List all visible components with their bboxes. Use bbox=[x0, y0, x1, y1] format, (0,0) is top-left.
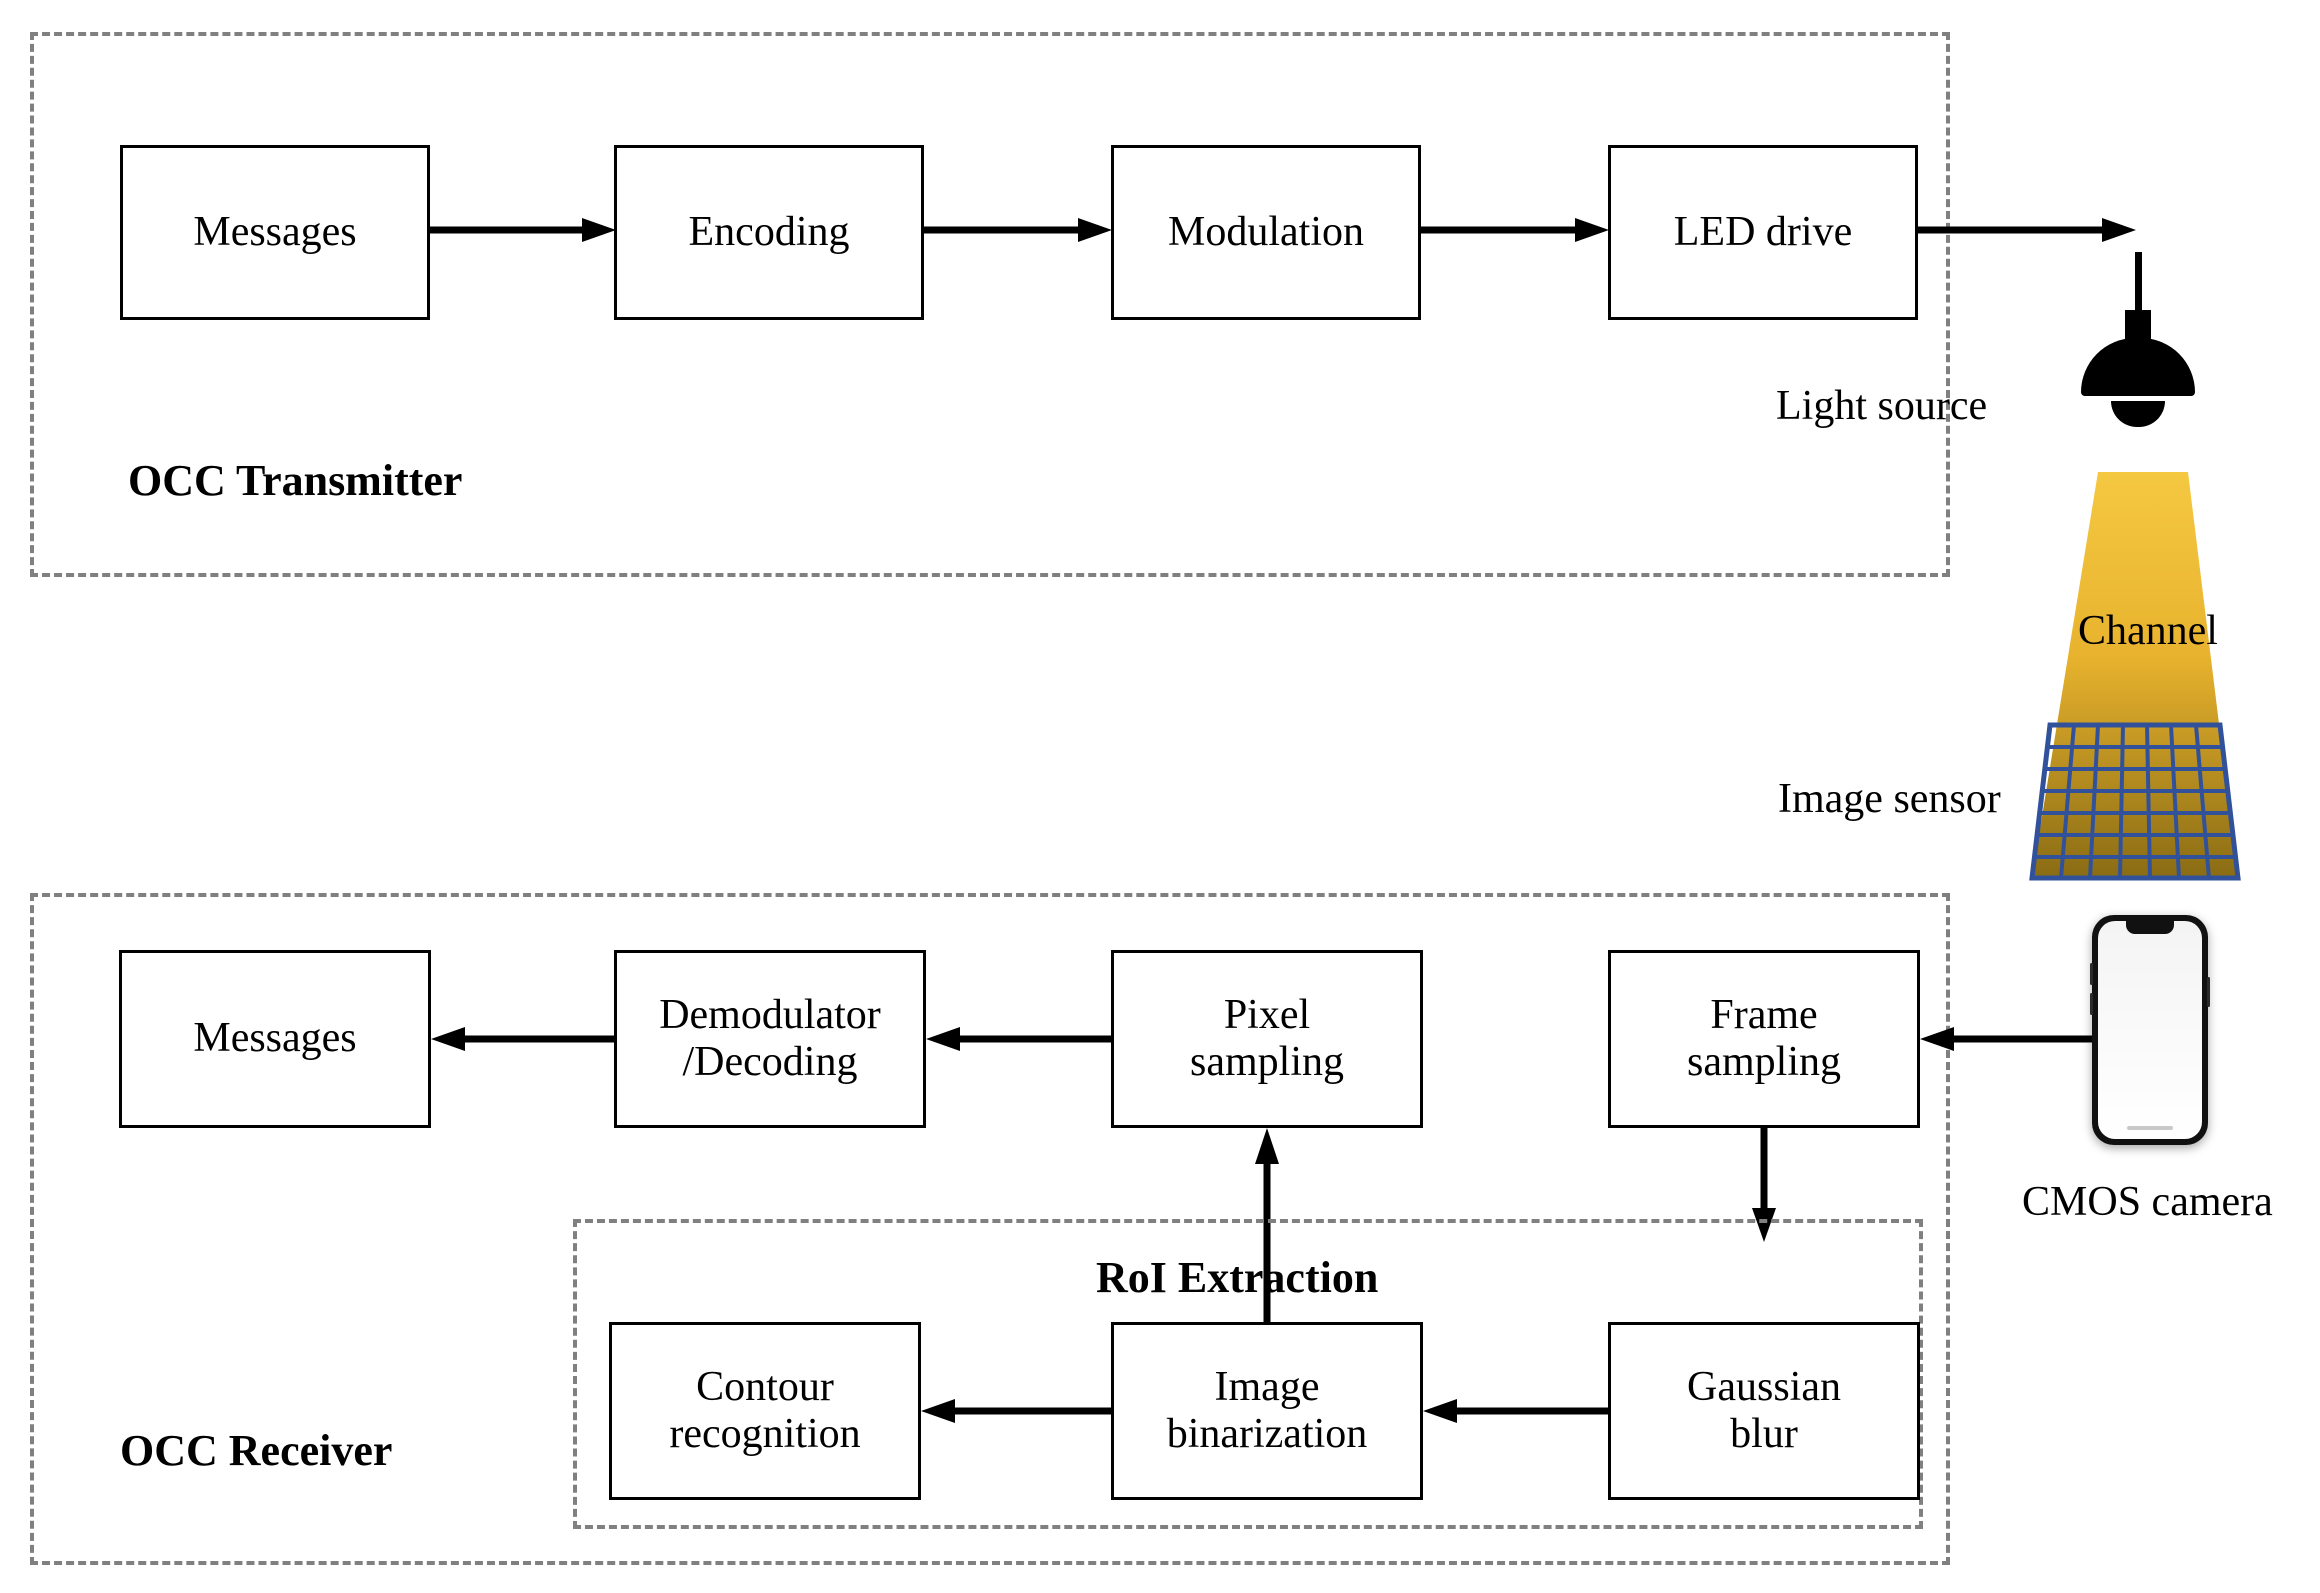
cmos-camera-label: CMOS camera bbox=[2022, 1179, 2273, 1225]
block-modulation[interactable]: Modulation bbox=[1111, 145, 1421, 320]
block-messages-tx[interactable]: Messages bbox=[120, 145, 430, 320]
block-gaussian-blur-line1: Gaussian bbox=[1687, 1363, 1841, 1410]
block-led-drive-label: LED drive bbox=[1673, 208, 1853, 255]
occ-transmitter-title: OCC Transmitter bbox=[128, 456, 463, 505]
image-sensor-grid-icon bbox=[2032, 725, 2238, 878]
phone-power-button bbox=[2207, 977, 2210, 1007]
block-messages-rx[interactable]: Messages bbox=[119, 950, 431, 1128]
block-encoding-label: Encoding bbox=[688, 208, 850, 255]
block-modulation-label: Modulation bbox=[1168, 208, 1364, 255]
phone-volume-button-2 bbox=[2090, 993, 2093, 1015]
block-image-binarization-line1: Image bbox=[1214, 1363, 1320, 1410]
light-beam-and-sensor bbox=[2029, 472, 2241, 881]
phone-home-indicator bbox=[2127, 1126, 2173, 1130]
block-gaussian-blur[interactable]: Gaussian blur bbox=[1608, 1322, 1920, 1500]
arrow-encoding-to-modulation bbox=[924, 218, 1112, 242]
arrow-modulation-to-led-drive bbox=[1421, 218, 1609, 242]
arrow-demodulator-to-messages bbox=[431, 1027, 615, 1051]
block-messages-tx-label: Messages bbox=[193, 208, 357, 255]
block-image-binarization[interactable]: Image binarization bbox=[1111, 1322, 1423, 1500]
block-contour-recognition[interactable]: Contour recognition bbox=[609, 1322, 921, 1500]
block-demodulator-decoding-line2: /Decoding bbox=[682, 1039, 858, 1085]
occ-receiver-title: OCC Receiver bbox=[120, 1426, 393, 1475]
roi-extraction-title: RoI Extraction bbox=[1096, 1253, 1379, 1302]
lamp-bulb bbox=[2111, 401, 2165, 427]
light-beam-icon bbox=[2032, 472, 2238, 878]
pendant-lamp-icon bbox=[2081, 252, 2195, 430]
block-demodulator-decoding-line1: Demodulator bbox=[659, 991, 881, 1038]
block-encoding[interactable]: Encoding bbox=[614, 145, 924, 320]
smartphone-icon bbox=[2090, 915, 2210, 1145]
block-frame-sampling-line2: sampling bbox=[1687, 1039, 1841, 1085]
block-image-binarization-line2: binarization bbox=[1166, 1411, 1368, 1457]
arrow-frame-sampling-to-gaussian-blur bbox=[1752, 1128, 1776, 1242]
block-led-drive[interactable]: LED drive bbox=[1608, 145, 1918, 320]
block-contour-recognition-line2: recognition bbox=[669, 1411, 861, 1457]
block-pixel-sampling-line2: sampling bbox=[1190, 1039, 1344, 1085]
lamp-dome bbox=[2081, 338, 2195, 396]
roi-extraction-group bbox=[573, 1219, 1923, 1529]
block-demodulator-decoding[interactable]: Demodulator /Decoding bbox=[614, 950, 926, 1128]
channel-label: Channel bbox=[2078, 608, 2218, 654]
light-source-label: Light source bbox=[1776, 383, 1988, 429]
block-pixel-sampling-line1: Pixel bbox=[1223, 991, 1311, 1038]
block-contour-recognition-line1: Contour bbox=[696, 1363, 834, 1410]
block-messages-rx-label: Messages bbox=[193, 1015, 357, 1062]
phone-notch bbox=[2126, 921, 2174, 934]
arrow-messages-to-encoding bbox=[430, 218, 616, 242]
arrow-image-binarization-to-pixel-sampling bbox=[1255, 1128, 1279, 1326]
arrow-cmos-camera-to-frame-sampling bbox=[1920, 1027, 2096, 1051]
phone-screen bbox=[2098, 921, 2202, 1139]
arrow-led-drive-to-light-source bbox=[1918, 218, 2136, 242]
occ-transmitter-group bbox=[30, 32, 1950, 577]
occ-receiver-group bbox=[30, 893, 1950, 1565]
block-frame-sampling-line1: Frame bbox=[1710, 991, 1818, 1038]
lamp-rod bbox=[2134, 252, 2142, 314]
arrow-image-binarization-to-contour-recognition bbox=[921, 1399, 1111, 1423]
block-frame-sampling[interactable]: Frame sampling bbox=[1608, 950, 1920, 1128]
arrow-gaussian-blur-to-image-binarization bbox=[1423, 1399, 1608, 1423]
block-gaussian-blur-line2: blur bbox=[1730, 1411, 1798, 1457]
image-sensor-label: Image sensor bbox=[1778, 776, 2001, 822]
arrow-pixel-sampling-to-demodulator bbox=[926, 1027, 1112, 1051]
block-pixel-sampling[interactable]: Pixel sampling bbox=[1111, 950, 1423, 1128]
phone-volume-button bbox=[2090, 963, 2093, 985]
